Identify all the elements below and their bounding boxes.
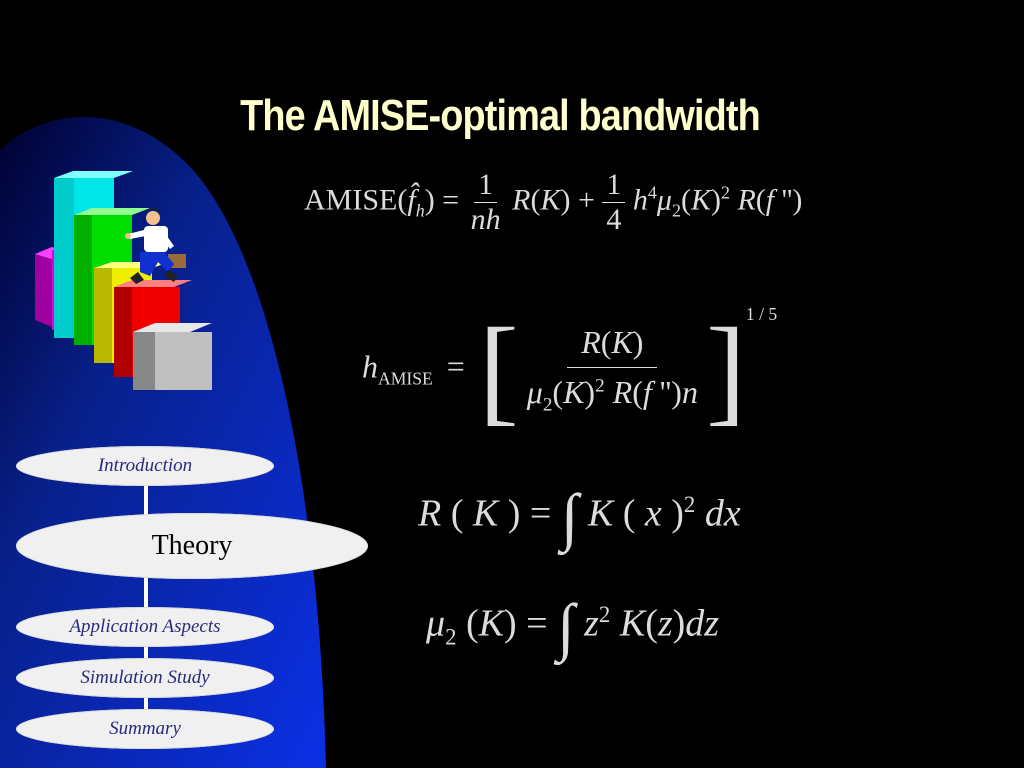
- nav-item-label: Application Aspects: [69, 616, 221, 637]
- equation-r-k: R ( K ) = ∫ K ( x )2 dx: [418, 481, 741, 552]
- nav-item-label: Introduction: [97, 455, 193, 476]
- amise-label: AMISE: [304, 183, 398, 217]
- climbing-person-icon: [125, 207, 186, 284]
- nav-item-summary[interactable]: Summary: [16, 709, 274, 749]
- nav-item-label: Simulation Study: [80, 667, 210, 688]
- nav-item-application-aspects[interactable]: Application Aspects: [16, 607, 274, 647]
- slide-title: The AMISE-optimal bandwidth: [240, 91, 761, 141]
- exponent-one-fifth: 1 / 5: [745, 303, 778, 324]
- nav-item-simulation-study[interactable]: Simulation Study: [16, 658, 274, 698]
- equation-h-amise: hAMISE = [ R(K) μ2(K)2 R(f '')n ]1 / 5: [362, 303, 778, 436]
- h-amise-subscript: AMISE: [378, 368, 433, 389]
- nav-connector-line: [144, 480, 148, 720]
- nav-item-introduction[interactable]: Introduction: [16, 446, 274, 486]
- nav-item-label: Summary: [109, 718, 181, 739]
- nav-item-theory[interactable]: Theory: [16, 513, 368, 579]
- equation-mu2-k: μ2 (K) = ∫ z2 K(z)dz: [426, 591, 720, 662]
- nav-item-label: Theory: [151, 530, 233, 561]
